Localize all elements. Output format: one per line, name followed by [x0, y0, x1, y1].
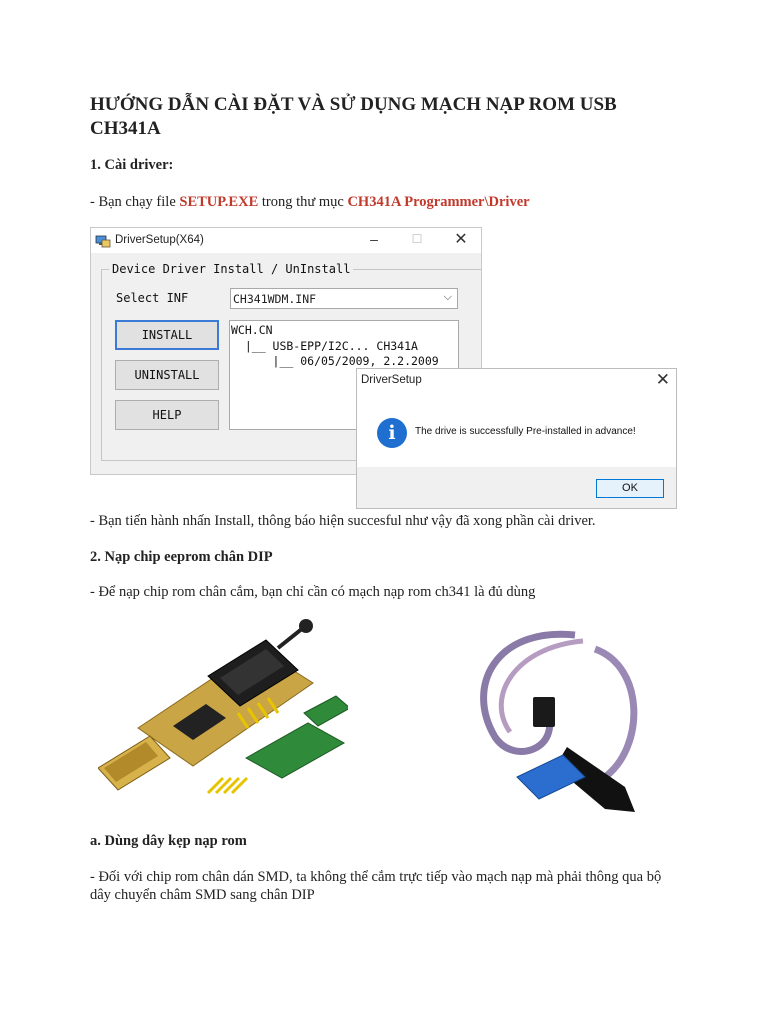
install-button[interactable]: INSTALL [115, 320, 219, 350]
setup-exe-text: SETUP.EXE [179, 194, 259, 210]
uninstall-button[interactable]: UNINSTALL [115, 360, 219, 390]
window-titlebar: DriverSetup(X64) – ☐ ✕ [91, 228, 481, 253]
section2-text: - Để nạp chip rom chân cắm, bạn chỉ cần … [90, 584, 536, 600]
message-title: DriverSetup [361, 374, 422, 386]
section-a-text: - Đối với chip rom chân dán SMD, ta khôn… [90, 869, 662, 903]
dropdown-arrow-icon: ⌵ [443, 291, 452, 303]
window-title: DriverSetup(X64) [115, 234, 204, 246]
minimize-icon[interactable]: – [370, 231, 378, 247]
section-a-heading: a. Dùng dây kẹp nạp rom [90, 833, 247, 849]
maximize-icon[interactable]: ☐ [411, 232, 423, 246]
section1-heading: 1. Cài driver: [90, 157, 174, 173]
section1-instruction: - Bạn chạy file SETUP.EXE trong thư mục … [90, 193, 530, 211]
install-result-text: - Bạn tiến hành nhấn Install, thông báo … [90, 513, 596, 529]
group-label: Device Driver Install / UnInstall [109, 262, 354, 276]
soic-clip-cable-image [455, 627, 655, 835]
instruction-prefix: - Bạn chạy file [90, 194, 180, 210]
success-message-box: DriverSetup ✕ i The drive is successfull… [356, 368, 677, 509]
instruction-mid: trong thư mục [258, 194, 348, 210]
close-icon[interactable]: ✕ [655, 370, 670, 389]
info-line: WCH.CN [231, 323, 273, 337]
close-icon[interactable]: ✕ [454, 231, 468, 248]
driver-folder-text: CH341A Programmer\Driver [347, 194, 530, 210]
ok-button[interactable]: OK [596, 479, 664, 498]
help-button[interactable]: HELP [115, 400, 219, 430]
info-icon: i [377, 418, 407, 448]
info-line: |__ 06/05/2009, 2.2.2009 [231, 354, 439, 368]
info-line: |__ USB-EPP/I2C... CH341A [231, 339, 418, 353]
inf-select-value: CH341WDM.INF [233, 292, 317, 306]
page-title: HƯỚNG DẪN CÀI ĐẶT VÀ SỬ DỤNG MẠCH NẠP RO… [90, 94, 617, 139]
app-icon [95, 235, 111, 248]
select-inf-label: Select INF [116, 291, 189, 305]
message-text: The drive is successfully Pre-installed … [415, 426, 636, 437]
section2-heading: 2. Nạp chip eeprom chân DIP [90, 549, 273, 565]
inf-select[interactable]: CH341WDM.INF ⌵ [230, 288, 458, 309]
ch341a-programmer-image [98, 618, 348, 813]
